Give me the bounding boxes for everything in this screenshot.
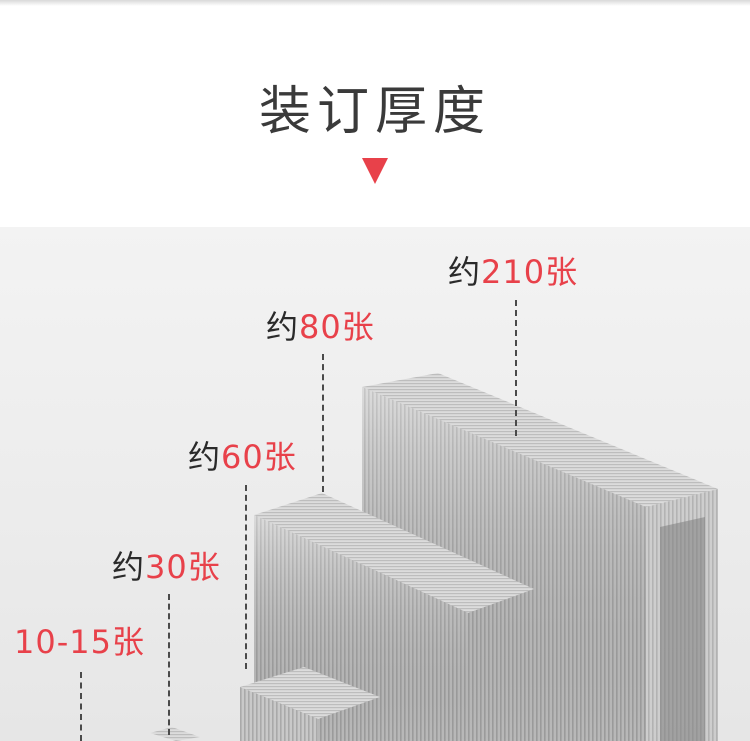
leader-line-10-15 <box>80 672 82 741</box>
leader-line-80 <box>322 354 324 492</box>
staple-block-10-15 <box>150 727 200 741</box>
staples-illustration <box>150 373 718 741</box>
staple-block-30 <box>240 667 380 741</box>
capacity-label-80: 约80张 <box>266 308 375 346</box>
capacity-label-210: 约210张 <box>448 253 579 291</box>
staples-photo <box>0 227 750 741</box>
capacity-label-30: 约30张 <box>112 548 221 586</box>
down-arrow-icon <box>362 158 388 184</box>
top-shadow-strip <box>0 0 750 6</box>
capacity-label-10-15: 10-15张 <box>14 623 145 661</box>
section-title: 装订厚度 <box>258 82 491 142</box>
leader-line-30 <box>168 594 170 735</box>
leader-line-60 <box>245 485 247 669</box>
capacity-label-60: 约60张 <box>188 438 297 476</box>
leader-line-210 <box>515 300 517 436</box>
